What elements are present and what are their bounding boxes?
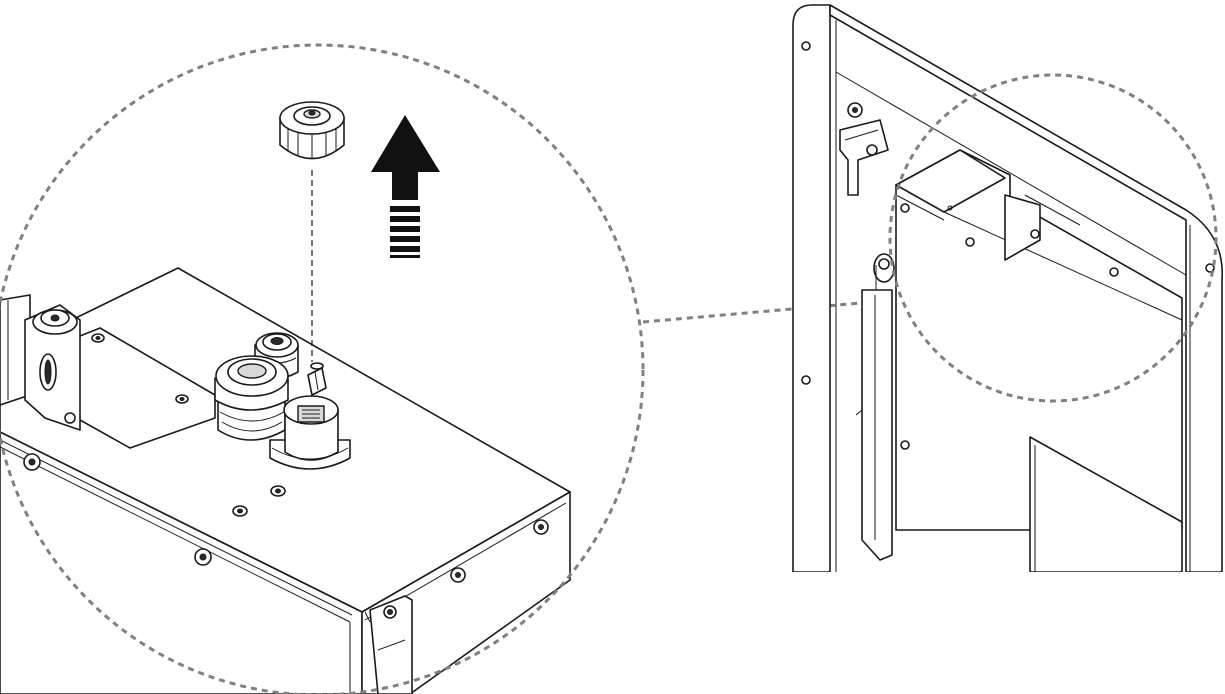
washer-icon xyxy=(232,485,286,517)
cap xyxy=(279,101,345,160)
ground-terminal xyxy=(307,362,327,396)
detail-callout-circle xyxy=(0,43,645,694)
hinge-arm xyxy=(855,253,895,561)
cabinet-panel xyxy=(792,4,1223,572)
callout-connector xyxy=(642,298,896,324)
screw-icon xyxy=(23,453,549,583)
enclosure-box xyxy=(0,267,571,694)
overview xyxy=(792,4,1223,572)
up-arrow-icon xyxy=(371,115,440,258)
cable-gland-large xyxy=(214,355,289,441)
panel-window xyxy=(1029,436,1183,572)
mounting-bracket xyxy=(24,304,216,449)
inner-unit xyxy=(895,149,1183,531)
overview-callout-circle xyxy=(888,73,1218,403)
door-latch xyxy=(839,102,889,196)
detail-view xyxy=(0,43,645,694)
rj45-port xyxy=(269,395,351,470)
corner-bracket xyxy=(369,595,413,694)
